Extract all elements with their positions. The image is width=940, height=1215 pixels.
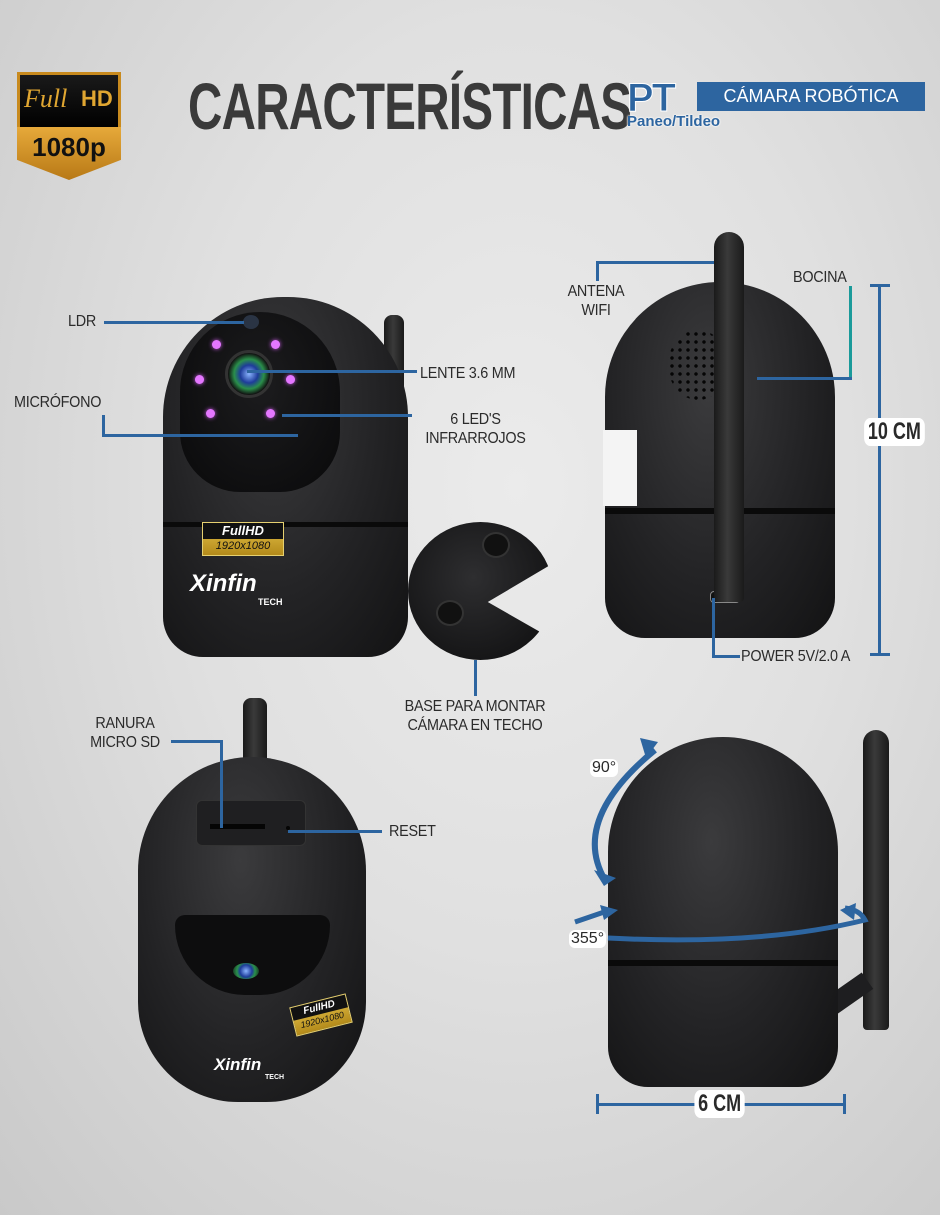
label-reset: RESET [389, 823, 436, 840]
sticker-line2: 1920x1080 [215, 540, 271, 552]
page-title: CARACTERÍSTICAS [188, 69, 632, 143]
dimension-cap [596, 1094, 599, 1114]
reset-button-icon [286, 826, 290, 830]
screw-hole-icon [436, 600, 464, 626]
label-power: POWER 5V/2.0 A [741, 648, 851, 665]
camera-body-side [608, 737, 838, 1087]
pan-arc [574, 905, 869, 943]
tilt-angle-label: 90° [590, 759, 619, 777]
leader-line [247, 370, 417, 373]
sd-panel [196, 800, 306, 846]
ir-led-icon [212, 340, 221, 349]
brand-sub: TECH [258, 597, 283, 607]
label-leds: 6 LED'S INFRARROJOS [424, 410, 528, 448]
leader-line [712, 598, 715, 658]
arrow-left-icon [840, 903, 856, 920]
brand-logo: Xinfin [214, 1055, 262, 1074]
label-speaker: BOCINA [793, 269, 847, 286]
leader-line [712, 655, 740, 658]
sd-slot-icon [210, 824, 265, 829]
leader-line [474, 660, 477, 696]
tilt-arc [591, 747, 657, 882]
leader-line [288, 830, 382, 833]
leader-line [220, 740, 223, 828]
leader-line [596, 261, 599, 281]
ceiling-mount-base [408, 522, 553, 660]
dimension-cap [870, 653, 890, 656]
ir-led-icon [286, 375, 295, 384]
label-sd-line2: MICRO SD [90, 734, 160, 751]
ir-led-icon [195, 375, 204, 384]
leader-line [596, 261, 714, 264]
lens-icon [225, 350, 273, 398]
label-mount-line1: BASE PARA MONTAR [404, 698, 546, 715]
lens-icon [233, 963, 259, 979]
dimension-cap [843, 1094, 846, 1114]
face-panel [180, 312, 340, 492]
label-antenna-line1: ANTENA [567, 283, 625, 300]
screw-hole-icon [482, 532, 510, 558]
body-seam [608, 960, 838, 966]
width-dimension-label: 6 CM [694, 1090, 745, 1118]
ir-led-icon [266, 409, 275, 418]
label-antenna-line2: WIFI [581, 302, 611, 319]
dimension-cap [870, 284, 890, 287]
full-hd-1080p-badge: Full HD 1080p [17, 72, 121, 180]
arrow-down-icon [594, 870, 616, 886]
label-leds-line2: INFRARROJOS [425, 430, 526, 447]
label-lens: LENTE 3.6 MM [420, 365, 516, 382]
rotation-arrows [574, 738, 869, 943]
leader-line [849, 286, 852, 379]
label-leds-line1: 6 LED'S [450, 411, 501, 428]
sticker-line1: FullHD [203, 523, 283, 539]
badge-top [17, 72, 121, 127]
label-microphone: MICRÓFONO [14, 394, 102, 411]
label-antenna: ANTENA WIFI [555, 282, 638, 320]
badge-hd-text: HD [81, 86, 113, 111]
leader-line [171, 740, 223, 743]
product-type-banner: CÁMARA ROBÓTICA [697, 82, 925, 111]
pt-logo: PT [626, 76, 676, 120]
badge-resolution: 1080p [32, 132, 106, 162]
ir-led-icon [206, 409, 215, 418]
ldr-sensor-icon [243, 315, 259, 329]
leader-line [102, 434, 298, 437]
height-dimension-line [878, 285, 881, 655]
leader-line [104, 321, 244, 324]
body-seam [163, 522, 408, 527]
pan-angle-label: 355° [569, 930, 607, 948]
label-sd-line1: RANURA [95, 715, 155, 732]
label-mount-base: BASE PARA MONTAR CÁMARA EN TECHO [399, 697, 552, 735]
label-microsd: RANURA MICRO SD [85, 714, 166, 752]
wifi-antenna-icon [714, 232, 744, 602]
arrow-up-icon [640, 738, 658, 758]
arrow-right-icon [600, 905, 618, 920]
label-mount-line2: CÁMARA EN TECHO [407, 717, 543, 734]
ir-led-icon [271, 340, 280, 349]
leader-line [757, 377, 852, 380]
leader-line [102, 415, 105, 437]
brand-logo: Xinfin [190, 570, 257, 597]
product-label [603, 430, 637, 506]
fullhd-sticker: FullHD 1920x1080 [202, 522, 284, 556]
label-ldr: LDR [68, 313, 96, 330]
brand-sub: TECH [265, 1074, 285, 1081]
badge-full-text: Full [24, 84, 68, 113]
height-dimension-label: 10 CM [864, 418, 925, 446]
leader-line [282, 414, 412, 417]
pt-subtitle: Paneo/Tildeo [627, 113, 721, 130]
